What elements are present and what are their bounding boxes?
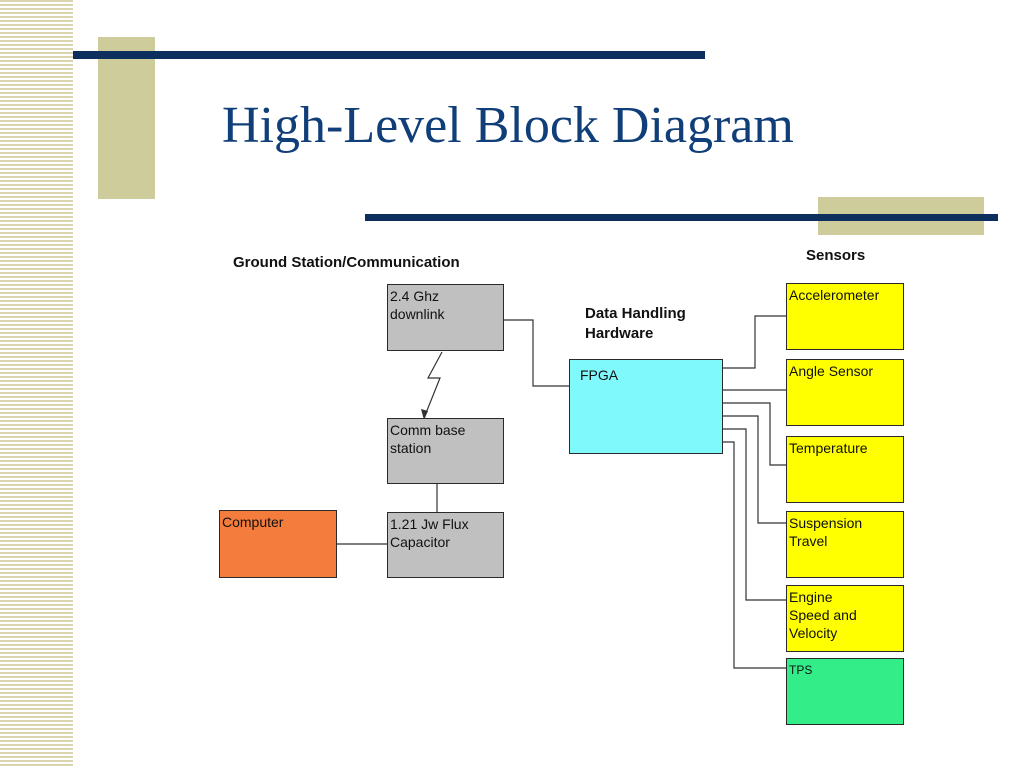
ground-station-label: Ground Station/Communication xyxy=(233,254,460,271)
computer-block: Computer xyxy=(219,510,337,578)
flux-capacitor-block: 1.21 Jw Flux Capacitor xyxy=(387,512,504,578)
engine-speed-block: Engine Speed and Velocity xyxy=(786,585,904,652)
fpga-label: FPGA xyxy=(580,367,619,383)
tan-accent-block-left xyxy=(98,37,155,199)
navy-accent-bar-bottom xyxy=(365,214,998,221)
wireless-link xyxy=(423,351,443,419)
temperature-block: Temperature xyxy=(786,436,904,503)
wire-fpga-suspension xyxy=(723,415,786,524)
wire-fpga-engine xyxy=(723,428,786,601)
angle-sensor-block: Angle Sensor xyxy=(786,359,904,426)
angle-sensor-label: Angle Sensor xyxy=(789,363,874,379)
downlink-block-label: 2.4 Ghz downlink xyxy=(390,288,445,322)
slide-title: High-Level Block Diagram xyxy=(222,97,794,154)
comm-base-station-label: Comm base station xyxy=(390,422,466,456)
accelerometer-block: Accelerometer xyxy=(786,283,904,350)
sensors-label: Sensors xyxy=(806,247,866,264)
wire-fpga-tps xyxy=(723,441,786,669)
downlink-block: 2.4 Ghz downlink xyxy=(387,284,504,351)
wire-downlink-fpga xyxy=(504,319,569,387)
left-stripe-decoration xyxy=(0,0,73,768)
temperature-label: Temperature xyxy=(789,440,868,456)
data-handling-label: Data Handling Hardware xyxy=(585,305,686,342)
tps-block: TPS xyxy=(786,658,904,725)
accelerometer-label: Accelerometer xyxy=(789,287,880,303)
navy-accent-bar-top xyxy=(73,51,705,59)
comm-base-station-block: Comm base station xyxy=(387,418,504,484)
wire-fpga-accelerometer xyxy=(723,315,786,369)
wireless-arrowhead xyxy=(421,409,428,420)
computer-label: Computer xyxy=(222,514,284,530)
suspension-travel-block: Suspension Travel xyxy=(786,511,904,578)
fpga-block: FPGA xyxy=(569,359,723,454)
wire-fpga-temperature xyxy=(723,402,786,466)
suspension-travel-label: Suspension Travel xyxy=(789,515,863,549)
tps-label: TPS xyxy=(789,663,813,677)
engine-speed-label: Engine Speed and Velocity xyxy=(789,589,857,641)
flux-capacitor-label: 1.21 Jw Flux Capacitor xyxy=(390,516,469,550)
